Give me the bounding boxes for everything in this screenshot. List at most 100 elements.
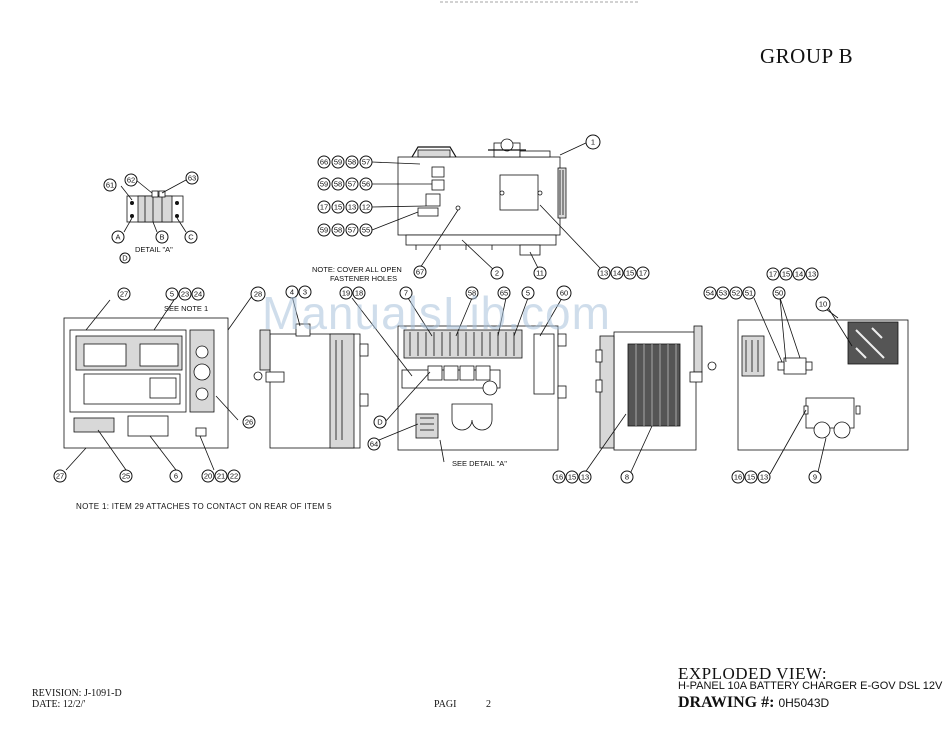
callout-4: 4 [285, 285, 299, 299]
svg-text:10: 10 [819, 300, 827, 309]
callout-18: 18 [352, 286, 366, 300]
callout-2: 2 [490, 266, 504, 280]
svg-text:20: 20 [204, 472, 212, 481]
drawing-number-line: DRAWING #: 0H5043D [678, 694, 829, 712]
date: DATE: 12/2/' [32, 699, 86, 710]
callout-56: 56 [359, 177, 373, 191]
svg-text:64: 64 [370, 440, 378, 449]
callout-57b: 57 [345, 177, 359, 191]
svg-text:27: 27 [120, 290, 128, 299]
svg-text:6: 6 [174, 472, 178, 481]
callout-8: 8 [620, 470, 634, 484]
callout-59c: 59 [317, 223, 331, 237]
svg-text:59: 59 [320, 226, 328, 235]
callout-13-rear: 13 [805, 267, 819, 281]
callout-5: 5 [165, 287, 179, 301]
svg-text:52: 52 [732, 289, 740, 298]
svg-text:22: 22 [230, 472, 238, 481]
svg-text:9: 9 [813, 473, 817, 482]
callout-59: 59 [331, 155, 345, 169]
callout-5-interior: 5 [521, 286, 535, 300]
svg-text:1: 1 [591, 138, 595, 147]
callout-17b: 17 [636, 266, 650, 280]
callout-3: 3 [298, 285, 312, 299]
svg-text:57: 57 [362, 158, 370, 167]
callout-25: 25 [119, 469, 133, 483]
callout-63: 63 [185, 171, 199, 185]
svg-text:5: 5 [170, 290, 174, 299]
svg-text:16: 16 [555, 473, 563, 482]
callout-57: 57 [359, 155, 373, 169]
callout-D: D [373, 415, 387, 429]
see-note-1: SEE NOTE 1 [164, 304, 208, 313]
callout-14: 14 [610, 266, 624, 280]
svg-text:66: 66 [320, 158, 328, 167]
drawing-description: H-PANEL 10A BATTERY CHARGER E-GOV DSL 12… [678, 680, 943, 692]
svg-text:18: 18 [355, 289, 363, 298]
callout-15-rear: 15 [779, 267, 793, 281]
group-title: GROUP B [760, 44, 854, 68]
callout-15b: 15 [623, 266, 637, 280]
callout-C: C [184, 230, 198, 244]
svg-text:63: 63 [188, 174, 196, 183]
svg-text:A: A [115, 233, 120, 242]
interior-view: SEE DETAIL "A" 19 18 7 58 65 5 60 64 D [339, 285, 572, 468]
svg-text:4: 4 [290, 288, 294, 297]
svg-text:C: C [188, 233, 194, 242]
callout-11: 11 [533, 266, 547, 280]
callout-55: 55 [359, 223, 373, 237]
callout-6: 6 [169, 469, 183, 483]
svg-text:D: D [122, 254, 128, 263]
svg-text:67: 67 [416, 268, 424, 277]
callout-20: 20 [201, 469, 215, 483]
callout-16: 16 [552, 470, 566, 484]
watermark: ManualsLib.com [262, 287, 611, 339]
svg-text:19: 19 [342, 289, 350, 298]
callout-B: B [155, 230, 169, 244]
callout-14-rear: 14 [792, 267, 806, 281]
svg-text:54: 54 [706, 289, 714, 298]
svg-text:13: 13 [600, 269, 608, 278]
callout-27: 27 [117, 287, 131, 301]
svg-text:2: 2 [495, 269, 499, 278]
callout-62: 62 [124, 173, 138, 187]
svg-text:15: 15 [782, 270, 790, 279]
callout-26: 26 [242, 415, 256, 429]
svg-text:D: D [377, 418, 383, 427]
callout-24: 24 [191, 287, 205, 301]
callout-9: 9 [808, 470, 822, 484]
callout-12: 12 [359, 200, 373, 214]
callout-51: 51 [742, 286, 756, 300]
svg-text:27: 27 [56, 472, 64, 481]
svg-text:13: 13 [348, 203, 356, 212]
svg-text:8: 8 [625, 473, 629, 482]
top-view: NOTE: COVER ALL OPEN FASTENER HOLES 66 5… [312, 134, 650, 283]
drawing-number-label: DRAWING #: [678, 694, 775, 711]
svg-text:57: 57 [348, 226, 356, 235]
svg-text:50: 50 [775, 289, 783, 298]
svg-text:15: 15 [568, 473, 576, 482]
rear-view: 54 53 52 51 50 17 15 14 13 10 16 15 13 9 [703, 267, 909, 484]
callout-13-right: 13 [578, 470, 592, 484]
svg-text:24: 24 [194, 290, 202, 299]
svg-text:58: 58 [348, 158, 356, 167]
svg-text:17: 17 [769, 270, 777, 279]
callout-19: 19 [339, 286, 353, 300]
callout-65: 65 [497, 286, 511, 300]
callout-22: 22 [227, 469, 241, 483]
callout-28: 28 [250, 286, 266, 302]
callout-23: 23 [178, 287, 192, 301]
callout-61: 61 [103, 178, 117, 192]
svg-text:B: B [159, 233, 164, 242]
svg-text:65: 65 [500, 289, 508, 298]
drawing-number: 0H5043D [778, 696, 830, 710]
svg-text:16: 16 [734, 473, 742, 482]
svg-text:12: 12 [362, 203, 370, 212]
svg-text:3: 3 [303, 288, 307, 297]
svg-text:60: 60 [560, 289, 568, 298]
svg-text:61: 61 [106, 181, 114, 190]
svg-text:23: 23 [181, 290, 189, 299]
svg-text:59: 59 [334, 158, 342, 167]
callout-64: 64 [367, 437, 381, 451]
